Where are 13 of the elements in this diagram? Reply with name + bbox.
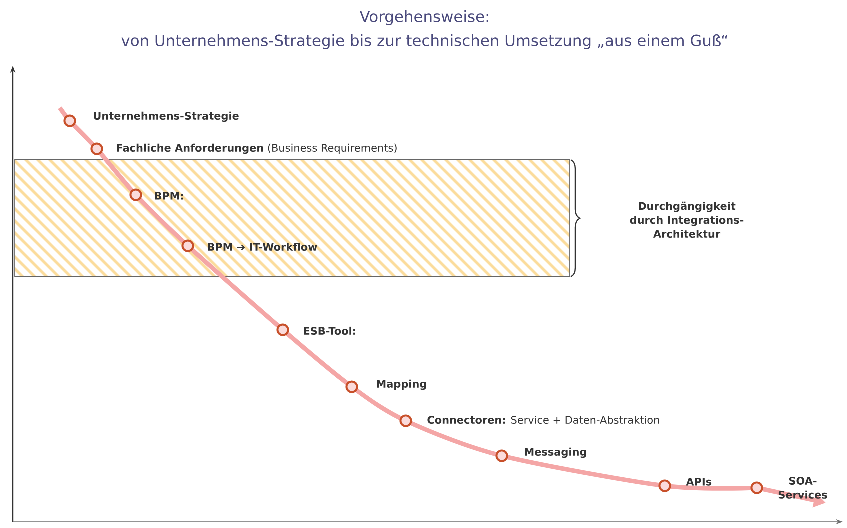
step-label: APIs: [686, 478, 712, 486]
step-label: Durchgängigkeit durch Integrations-Architektur: [630, 202, 744, 238]
title: Vorgehensweise:: [360, 10, 488, 26]
subtitle: von Unternehmens-Strategie bis zur technischen Umsetzung „aus einem Guß“: [122, 34, 728, 50]
step-label: SOA-Services: [778, 477, 828, 499]
step-label: BPM ➔ IT-Workflow: [208, 242, 318, 252]
step-label: BPM:: [155, 192, 184, 200]
step-label: Unternehmens-Strategie: [94, 112, 239, 122]
step-label: Fachliche Anforderungen (Business Requirements): [117, 144, 397, 154]
step-label: Messaging: [525, 448, 586, 458]
step-label: ESB-Tool:: [304, 326, 356, 336]
step-label: Connectoren: Service + Daten-Abstraktion: [428, 416, 660, 424]
step-label: Mapping: [377, 380, 426, 390]
